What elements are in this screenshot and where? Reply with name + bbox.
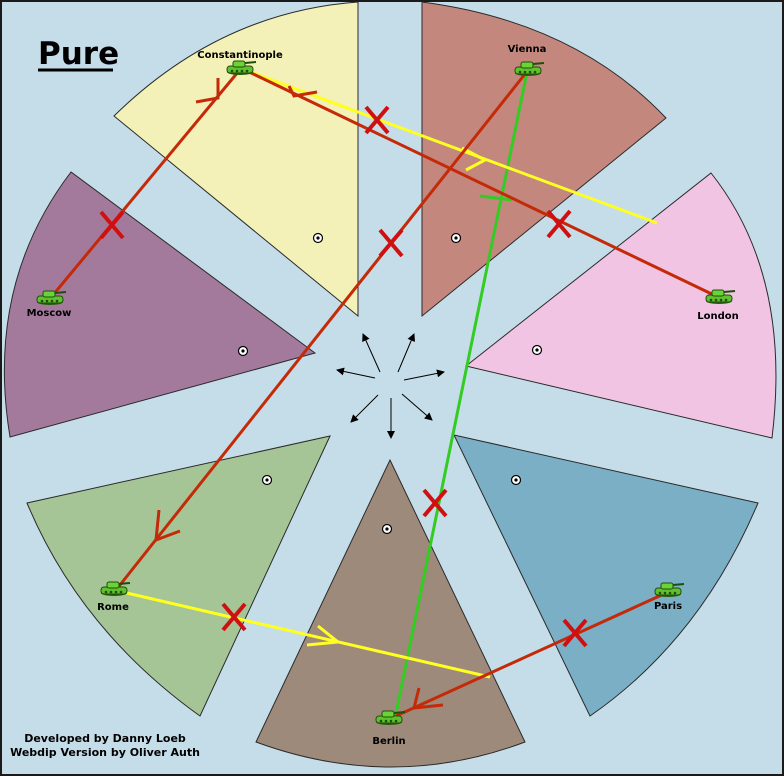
territory-label: Vienna	[508, 44, 547, 55]
supply-center-icon	[261, 474, 273, 486]
supply-center-icon	[381, 523, 393, 535]
order-support-constantinople	[244, 68, 658, 225]
territory-label: Rome	[97, 602, 129, 613]
territory-label: Moscow	[27, 308, 72, 319]
credits-webdip: Webdip Version by Oliver Auth	[10, 746, 200, 759]
order-support-vienna-berlin	[393, 71, 529, 719]
territory-label: London	[697, 311, 739, 322]
territory-label: Paris	[654, 601, 682, 612]
map-title: Pure	[38, 36, 119, 72]
supply-center-icon	[312, 232, 324, 244]
territory-paris[interactable]	[453, 434, 759, 717]
supply-center-icon	[531, 344, 543, 356]
supply-center-icon	[510, 474, 522, 486]
territory-vienna[interactable]	[421, 1, 667, 318]
supply-center-icon	[237, 345, 249, 357]
territory-moscow[interactable]	[3, 171, 317, 438]
territory-label: Berlin	[372, 736, 405, 747]
order-move-paris-berlin	[395, 591, 667, 718]
order-move-london-constantinople	[244, 68, 719, 299]
compass-arrows-icon	[336, 333, 445, 439]
territory-label: Constantinople	[197, 50, 283, 61]
order-move-vienna-rome	[114, 73, 527, 591]
order-move-moscow-constantinople	[51, 71, 240, 296]
order-support-rome	[117, 589, 491, 679]
territory-constantinople[interactable]	[113, 1, 359, 318]
territory-london[interactable]	[464, 172, 777, 439]
supply-center-icon	[450, 232, 462, 244]
territory-berlin[interactable]	[255, 458, 526, 768]
credits-developer: Developed by Danny Loeb	[24, 732, 186, 745]
territory-rome[interactable]	[26, 435, 331, 717]
